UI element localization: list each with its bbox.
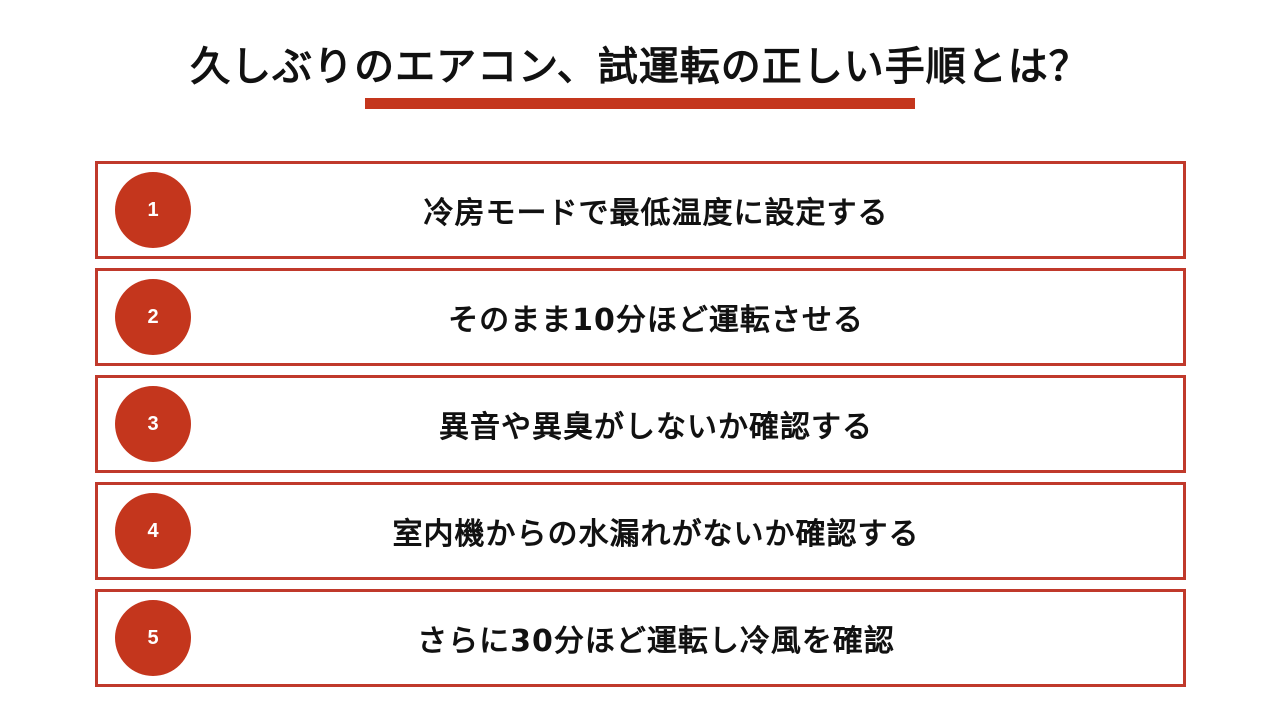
step-number-badge: 1: [115, 172, 191, 248]
step-item-1: 1 冷房モードで最低温度に設定する: [95, 161, 1186, 259]
step-text: 冷房モードで最低温度に設定する: [423, 196, 889, 231]
step-number-badge: 3: [115, 386, 191, 462]
page-title: 久しぶりのエアコン、試運転の正しい手順とは？: [190, 44, 1090, 90]
step-text: 異音や異臭がしないか確認する: [439, 410, 873, 445]
step-number-badge: 4: [115, 493, 191, 569]
step-item-2: 2 そのまま10分ほど運転させる: [95, 268, 1186, 366]
step-text: そのまま10分ほど運転させる: [448, 303, 864, 338]
step-number-badge: 2: [115, 279, 191, 355]
step-number-badge: 5: [115, 600, 191, 676]
step-item-4: 4 室内機からの水漏れがないか確認する: [95, 482, 1186, 580]
step-item-3: 3 異音や異臭がしないか確認する: [95, 375, 1186, 473]
step-item-5: 5 さらに30分ほど運転し冷風を確認: [95, 589, 1186, 687]
step-text: 室内機からの水漏れがないか確認する: [392, 517, 920, 552]
title-underline: [365, 98, 915, 109]
step-text: さらに30分ほど運転し冷風を確認: [417, 624, 895, 659]
